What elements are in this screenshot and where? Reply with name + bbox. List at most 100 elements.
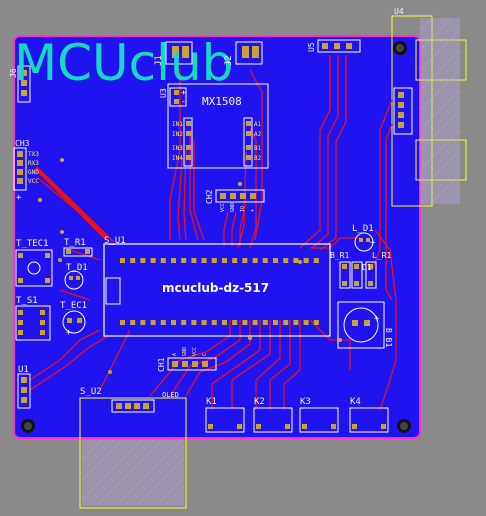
mcu-pin-top — [283, 258, 289, 263]
mx-pin-in1: IN1 — [172, 121, 183, 128]
mcu-pin-bottom — [181, 320, 187, 325]
key-k3 — [299, 407, 339, 433]
mcu-pin-top — [130, 258, 136, 263]
k1-label: K1 — [206, 397, 217, 407]
header-ch1 — [167, 357, 217, 371]
d1-footprint — [351, 261, 363, 289]
t-d1-label: T_D1 — [66, 263, 88, 273]
j6-label: J6 — [9, 68, 18, 78]
mcu-pin-bottom — [140, 320, 146, 325]
mcu-pin-row-bottom — [120, 320, 319, 325]
b-b1-polarity-plus: + — [374, 314, 380, 324]
mcu-pin-bottom — [171, 320, 176, 325]
t-s1-label: T_S1 — [16, 296, 38, 306]
u1-label: U1 — [18, 365, 29, 375]
mcu-pin-bottom — [222, 320, 227, 325]
b-r1-label: B_R1 — [330, 251, 349, 260]
module-name: MX1508 — [202, 95, 242, 108]
mcu-pin-bottom — [283, 320, 289, 325]
mx-pin-a2: A2 — [254, 131, 262, 138]
s-u2-label: S_U2 — [80, 387, 102, 397]
l-d1-polarity-plus: + — [370, 238, 376, 248]
oled-header — [111, 399, 155, 413]
mcu-pin-top — [273, 258, 278, 263]
t-ec1-footprint — [62, 310, 86, 334]
header-j6 — [17, 65, 31, 103]
u4-label: U4 — [394, 7, 404, 16]
l-r1-label: L_R1 — [372, 251, 391, 260]
ch3-pin-gnd: GND — [28, 169, 39, 176]
u5-label: U5 — [307, 42, 316, 52]
t-d1-footprint — [64, 270, 84, 290]
mcu-pin-bottom — [201, 320, 207, 325]
connector-j2 — [235, 41, 263, 65]
mcu-pin-top — [171, 258, 176, 263]
mcu-pin-bottom — [191, 320, 197, 325]
b-r1-footprint — [339, 261, 351, 289]
s-u2-outline — [79, 397, 187, 509]
mcu-pin-bottom — [273, 320, 278, 325]
mcu-pin-bottom — [293, 320, 299, 325]
mcu-pin-bottom — [120, 320, 125, 325]
mcu-module-s-u1 — [103, 243, 331, 337]
u4-tab-lower — [415, 139, 467, 181]
ch2-pin-1: VCC — [220, 203, 226, 212]
vias — [38, 158, 342, 374]
mounting-holes — [21, 41, 411, 433]
ch2-pin-2: GND — [230, 203, 236, 212]
t-tec1-label: T_TEC1 — [16, 239, 49, 249]
mx1508-module — [167, 83, 269, 169]
ch1-label: CH1 — [157, 357, 166, 372]
l-r1-footprint — [365, 261, 377, 289]
ch3-pin-vcc: VCC — [28, 178, 39, 185]
mcu-pin-top — [211, 258, 217, 263]
mcu-pin-top — [222, 258, 227, 263]
mx-pin-in4: IN4 — [172, 155, 183, 162]
header-u5 — [317, 39, 361, 53]
mx-pin-in3: IN3 — [172, 145, 183, 152]
ch3-polarity-plus: + — [16, 193, 22, 203]
u4-keepout — [420, 18, 460, 204]
ch2-label: CH2 — [205, 189, 214, 204]
ch1-pin-2: GND — [182, 347, 188, 356]
u4-tab-upper — [415, 39, 467, 81]
mcu-pin-bottom — [160, 320, 166, 325]
s-u2-hatch — [81, 439, 185, 507]
mcu-pin-bottom — [211, 320, 217, 325]
ch2-pin-3: IO — [240, 206, 246, 212]
ch1-pin-1: A — [172, 353, 178, 356]
t-ec1-polarity-plus: + — [66, 328, 72, 338]
logo-text: MCUclub — [14, 34, 233, 92]
j1-label: J1 — [154, 55, 164, 66]
mx-pin-a1: A1 — [254, 121, 262, 128]
mcu-pin-top — [313, 258, 319, 263]
mx-pin-b2: B2 — [254, 155, 262, 162]
ch3-label: CH3 — [15, 139, 30, 148]
header-ch2 — [215, 189, 265, 203]
mcu-pin-bottom — [252, 320, 258, 325]
t-s1-footprint — [15, 305, 51, 341]
k2-label: K2 — [254, 397, 265, 407]
mcu-pin-bottom — [262, 320, 268, 325]
mcu-pin-top — [181, 258, 187, 263]
board-label: mcuclub-dz-517 — [162, 281, 269, 295]
l-d1-footprint — [354, 232, 374, 252]
t-r1-footprint — [63, 247, 93, 257]
ch3-thick-trace — [34, 166, 108, 240]
s-u1-label: S_U1 — [104, 236, 126, 246]
key-k1 — [205, 407, 245, 433]
b-b1-buzzer — [337, 301, 385, 349]
mcu-pin-top — [242, 258, 248, 263]
mcu-pin-bottom — [232, 320, 238, 325]
mx-minus: - — [181, 97, 186, 106]
board-outline — [13, 35, 421, 439]
ch3-pin-tx3: TX3 — [28, 151, 39, 158]
ch1-pin-4: C — [202, 353, 208, 356]
mcu-pin-bottom — [150, 320, 156, 325]
t-r1-label: T_R1 — [64, 238, 86, 248]
ch2-pin-4: + — [250, 209, 256, 212]
k3-label: K3 — [300, 397, 311, 407]
d1-label: D1 — [362, 263, 372, 272]
ch3-pin-rx3: RX3 — [28, 160, 39, 167]
